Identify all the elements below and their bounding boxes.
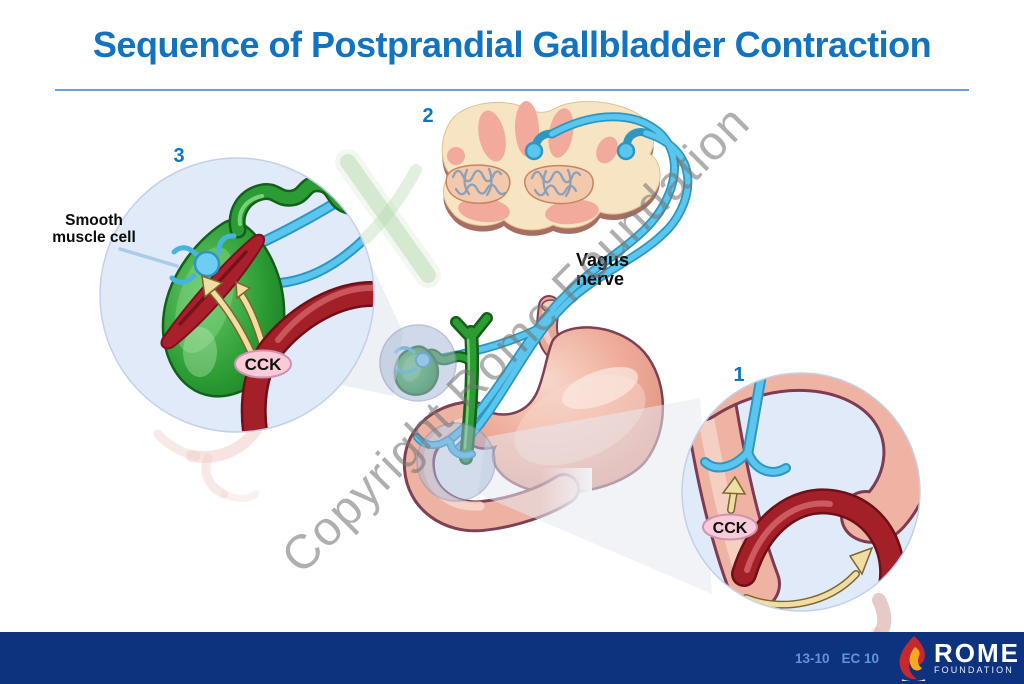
step-1-number: 1: [733, 364, 744, 386]
footer-bar: 13-10 EC 10 ROME FOUNDATION: [0, 632, 1024, 684]
step-2-number: 2: [422, 105, 433, 127]
cck-badge-3: [234, 349, 292, 379]
gallbladder-highlight-circle: [379, 324, 457, 402]
title-divider: [55, 89, 969, 91]
step-3-number: 3: [173, 145, 184, 167]
brand-subtitle: FOUNDATION: [934, 665, 1014, 675]
brand-text: ROME FOUNDATION: [934, 638, 1020, 675]
cck-badge-3-label: CCK: [245, 355, 283, 374]
olivary-nuclei: [445, 164, 594, 205]
rome-foundation-logo: ROME FOUNDATION: [895, 635, 1020, 681]
nerve-terminal-branches: [169, 233, 237, 285]
zoom-cone-1: [478, 398, 712, 594]
flame-icon: [899, 636, 926, 681]
brainstem-nuclei: [447, 101, 618, 225]
slide-code: 13-10: [794, 650, 830, 666]
zoom-circle-3: CCK: [99, 157, 375, 433]
duodenum-highlight-circle: [416, 422, 496, 502]
vagus-nerve-label: Vagus nerve: [576, 250, 630, 289]
page-title: Sequence of Postprandial Gallbladder Con…: [92, 24, 932, 65]
brand-name: ROME: [934, 638, 1020, 668]
zoom-circle-1: CCK: [681, 372, 921, 612]
ghost-bile-duct: [335, 149, 441, 288]
nerve-terminal-knob: [193, 250, 221, 278]
artery-3: [240, 280, 374, 432]
cck-badge-1: [702, 513, 758, 541]
smooth-muscle-pointer-line: [118, 247, 179, 268]
faded-vessel-branches: [153, 424, 262, 502]
slide-codes: 13-10 EC 10: [795, 651, 879, 666]
cck-arrows-1: [721, 475, 874, 609]
ec-code: EC 10: [841, 650, 879, 666]
cck-badge-1-label: CCK: [713, 520, 748, 537]
smooth-muscle-cell-label: Smooth muscle cell: [52, 212, 136, 246]
brainstem-cross-section: [441, 101, 661, 236]
